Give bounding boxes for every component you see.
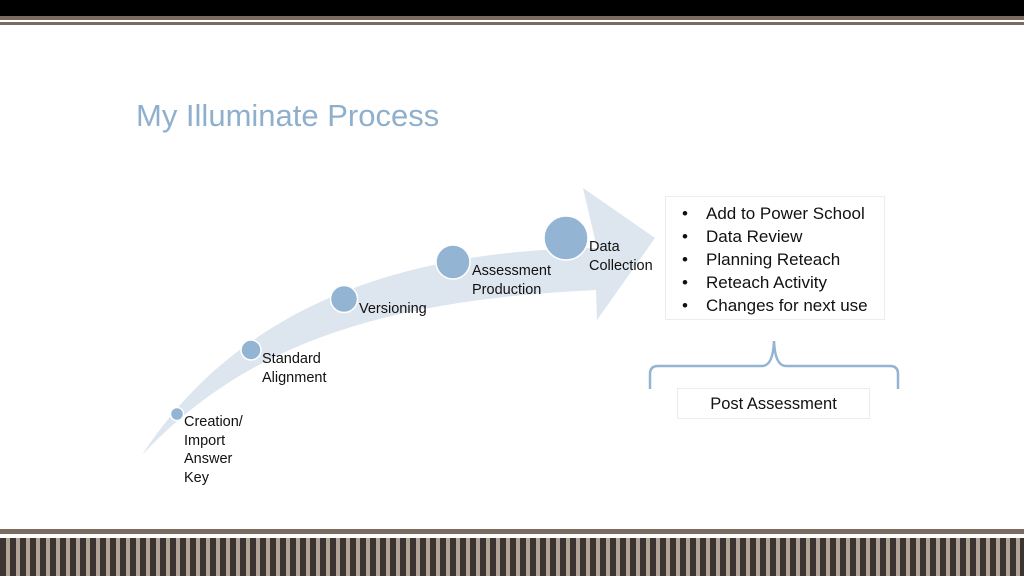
bottom-decor-line — [0, 529, 1024, 534]
stage-label-assessment-production: Assessment Production — [472, 263, 551, 298]
process-arrow — [142, 188, 655, 455]
stage-node-5 — [543, 215, 589, 261]
stage-node-2 — [240, 339, 262, 361]
stage-label-versioning: Versioning — [359, 301, 427, 317]
stage-node-1 — [169, 406, 185, 422]
stage-label-standard-alignment: Standard Alignment — [262, 351, 327, 386]
list-item: Reteach Activity — [682, 271, 884, 294]
stage-label-data-collection: Data Collection — [589, 239, 653, 274]
post-assessment-label: Post Assessment — [677, 388, 870, 419]
bottom-decor-stripes — [0, 538, 1024, 576]
top-decor-line — [0, 16, 1024, 20]
post-assessment-list-box: Add to Power School Data Review Planning… — [665, 196, 885, 320]
post-assessment-list: Add to Power School Data Review Planning… — [666, 197, 884, 317]
list-item: Data Review — [682, 225, 884, 248]
top-decor-band — [0, 0, 1024, 16]
post-assessment-brace — [648, 340, 900, 389]
top-decor-line-2 — [0, 22, 1024, 25]
list-item: Add to Power School — [682, 202, 884, 225]
slide-title: My Illuminate Process — [136, 98, 440, 133]
stage-node-4 — [435, 244, 471, 280]
list-item: Changes for next use — [682, 294, 884, 317]
stage-label-creation: Creation/ Import Answer Key — [184, 414, 243, 486]
stage-node-3 — [329, 284, 359, 314]
list-item: Planning Reteach — [682, 248, 884, 271]
